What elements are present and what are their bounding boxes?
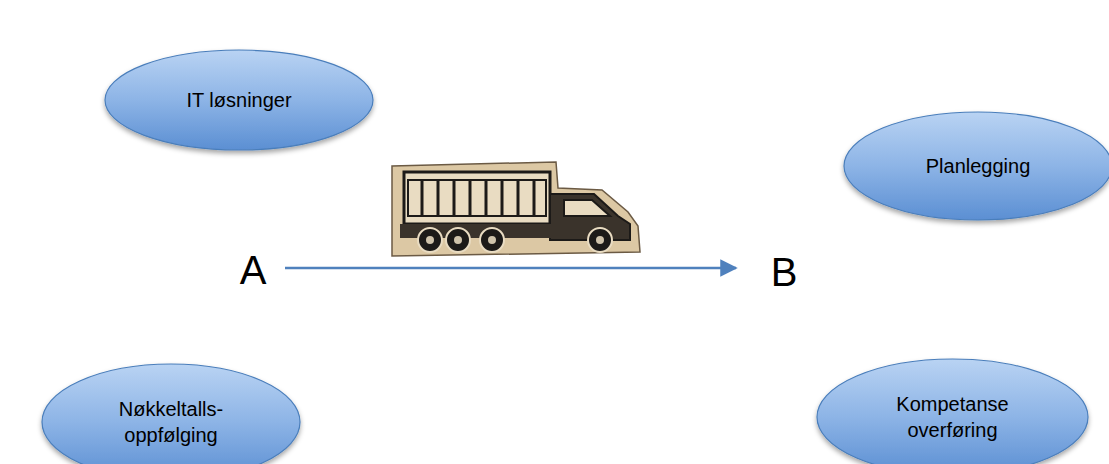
point-label: A [240,250,267,290]
oval-node: IT løsninger [103,48,375,152]
oval-outline [817,359,1088,464]
route-arrow [285,267,736,270]
oval-outline [844,112,1109,220]
truck-illustration [392,162,640,256]
oval-node: Nøkkeltalls- oppfølging [40,362,302,464]
oval-node: Kompetanse overføring [815,357,1090,464]
oval-node: Planlegging [842,110,1109,222]
node-label: Nøkkeltalls- oppfølging [96,396,246,448]
point-label: B [771,252,798,292]
node-label: Planlegging [926,153,1031,179]
node-label: Kompetanse overføring [878,391,1028,443]
node-label: IT løsninger [186,87,291,113]
oval-outline [105,50,373,150]
oval-outline [42,364,300,464]
